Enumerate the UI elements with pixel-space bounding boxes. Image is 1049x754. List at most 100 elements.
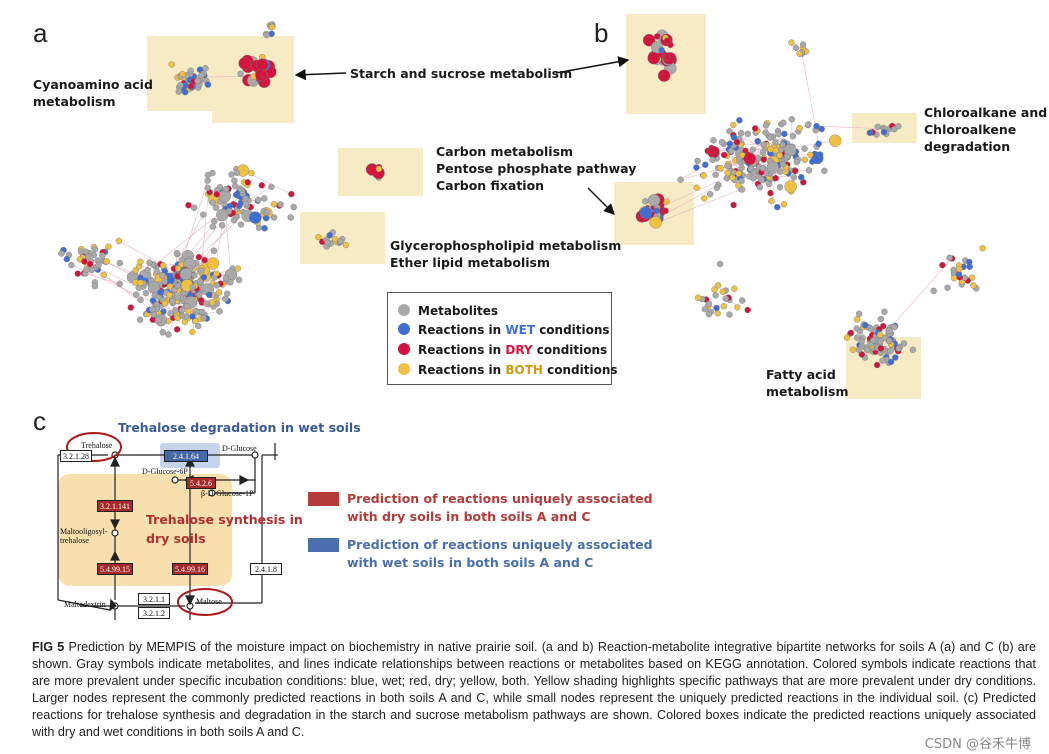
network-a-node [187, 67, 194, 75]
network-b-node [762, 122, 770, 129]
network-b-node [870, 337, 877, 344]
network-b-node [767, 189, 774, 197]
network-a-node [150, 311, 158, 318]
network-a-node [159, 272, 166, 279]
network-a-node [209, 169, 216, 177]
network-b-node [657, 69, 671, 82]
network-b-node [712, 171, 719, 178]
network-a-node [174, 282, 181, 289]
network-a-node [189, 284, 197, 291]
network-b-node [760, 156, 767, 163]
network-b-node [756, 183, 764, 191]
network-b-node [881, 334, 888, 341]
network-a-node [183, 303, 191, 310]
network-a-node [196, 278, 204, 285]
network-a-node [201, 256, 208, 264]
network-a-node [213, 191, 221, 198]
network-b-node [730, 121, 737, 129]
network-b-node [722, 295, 729, 302]
network-b-node [772, 139, 779, 146]
arrow-carbon-b [587, 187, 615, 215]
network-b-node [816, 151, 824, 158]
network-b-node [639, 206, 653, 220]
network-a-node [137, 279, 144, 286]
network-b-node [813, 122, 820, 130]
network-b-edge [680, 160, 749, 181]
network-a-node [263, 31, 270, 39]
caption-text: Prediction by MEMPIS of the moisture imp… [32, 640, 1036, 739]
network-a-node [204, 184, 211, 191]
network-a-node [315, 233, 322, 241]
network-a-node [204, 81, 212, 88]
network-a-node [244, 179, 252, 186]
network-b-node [677, 176, 684, 183]
network-a-node [146, 259, 153, 266]
network-b-node [654, 33, 661, 40]
network-a-node [137, 258, 144, 265]
network-b-node [767, 134, 774, 141]
panel-c-title: Trehalose degradation in wet soils [118, 420, 361, 435]
network-b-node [775, 130, 782, 138]
network-b-node [667, 41, 674, 49]
network-a-node [237, 221, 245, 228]
network-a-node [218, 222, 226, 229]
network-b-node [647, 52, 660, 65]
network-b-node [849, 346, 857, 353]
network-a-node [74, 270, 82, 277]
network-b-node [759, 164, 767, 172]
network-b-node [737, 129, 745, 137]
network-b-node [717, 164, 724, 172]
network-b-node [886, 327, 893, 334]
network-a-node [195, 322, 202, 330]
network-b-node [796, 124, 803, 132]
network-a-node [191, 272, 198, 279]
network-a-node [331, 235, 339, 243]
network-b-node [702, 161, 709, 169]
network-b-node [877, 338, 884, 345]
network-a-node [181, 318, 189, 325]
network-a-node [84, 253, 92, 260]
network-a-node [270, 201, 278, 208]
panel-c-letter: c [33, 406, 46, 436]
network-b-node [653, 207, 660, 214]
network-a-node [232, 191, 240, 199]
network-b-node [792, 167, 799, 175]
network-b-node [738, 186, 746, 193]
network-a-node [197, 267, 205, 274]
network-b-node [877, 315, 885, 323]
network-b-edge [680, 164, 706, 180]
network-b-node [730, 201, 737, 209]
network-b-node [694, 157, 701, 165]
network-a-node [173, 326, 181, 333]
network-a-node [213, 270, 220, 277]
network-b-node [858, 351, 865, 358]
metabolite-dot-icon [398, 304, 410, 316]
network-b-node [879, 357, 886, 364]
network-a-node [179, 70, 186, 78]
network-b-node [642, 198, 649, 205]
network-b-node [712, 292, 719, 299]
network-a-node [132, 291, 140, 298]
network-b-node [886, 337, 893, 344]
network-a-node [234, 265, 242, 272]
network-a-node [198, 72, 205, 79]
enzyme-2-4-1-64: 2.4.1.64 [164, 450, 208, 462]
network-b-node [714, 282, 722, 289]
network-a-node [115, 237, 123, 245]
legend-both: Reactions in BOTH conditions [398, 363, 618, 377]
network-a-node [324, 239, 331, 247]
network-a-node [290, 203, 297, 211]
network-b-node [930, 287, 937, 295]
network-b-node [798, 173, 805, 181]
label-glycero: Glycerophospholipid metabolism Ether lip… [390, 238, 622, 270]
network-a-node [211, 217, 218, 225]
network-a-node [204, 177, 211, 184]
network-b-node [847, 329, 855, 337]
network-b-node [758, 176, 765, 184]
network-b-node [747, 165, 755, 172]
network-b-node [805, 167, 813, 174]
compound-d-glucose-6p: D-Glucose-6P [142, 467, 188, 476]
network-a-node [132, 267, 139, 274]
network-a-node [238, 57, 251, 70]
network-b-node [724, 169, 731, 177]
